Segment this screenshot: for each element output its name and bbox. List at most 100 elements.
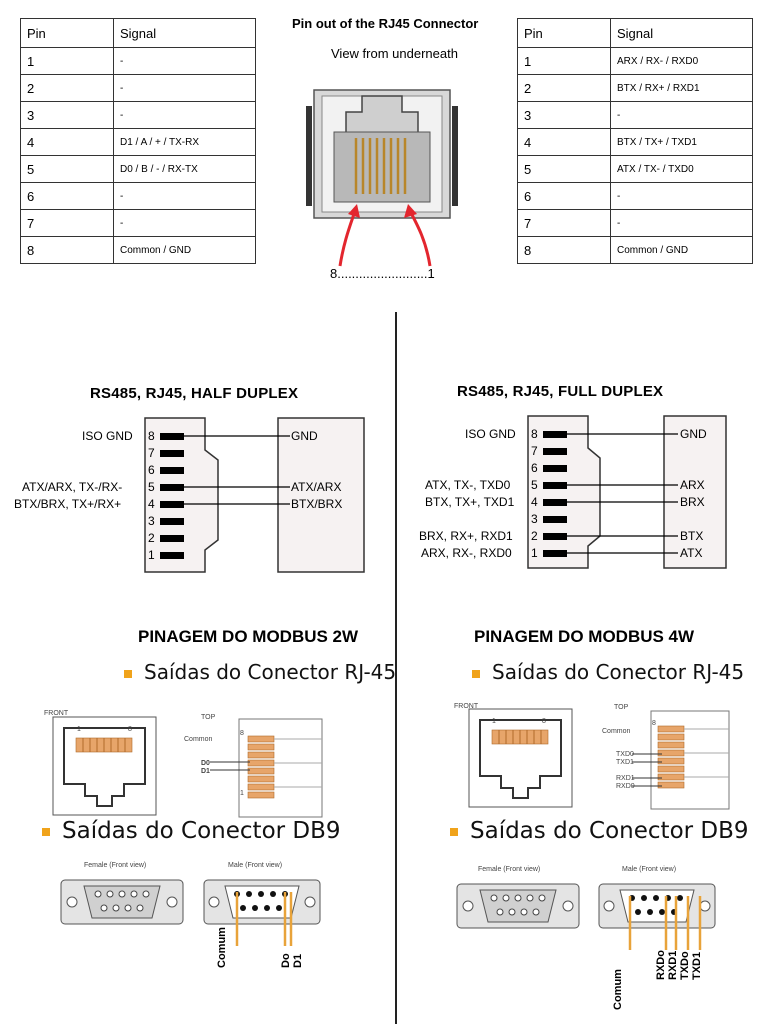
pin-number: 4 <box>148 497 155 511</box>
db9-4w-wires <box>628 896 702 950</box>
arx-label: ARX <box>680 478 705 492</box>
pin-cell: 2 <box>20 74 114 102</box>
pin-cell: 5 <box>517 155 611 183</box>
pin-number: 7 <box>531 444 538 458</box>
top-pin-8: 8 <box>652 720 656 727</box>
signal-cell: BTX / TX+ / TXD1 <box>610 128 753 156</box>
common-label: Common <box>602 728 631 735</box>
male-label: Male (Front view) <box>228 862 283 869</box>
pin-cell: 8 <box>517 236 611 264</box>
connector-title: Pin out of the RJ45 Connector <box>292 16 479 31</box>
pin-number: 8 <box>531 427 538 441</box>
top-label: TOP <box>201 714 216 721</box>
section-divider <box>395 312 397 1024</box>
bullet-icon <box>124 669 132 678</box>
signal-cell: - <box>610 182 753 210</box>
signal-cell: - <box>610 209 753 237</box>
signal-cell: - <box>113 101 256 129</box>
atx-label: ATX <box>680 546 703 560</box>
bullet-text: Saídas do Conector RJ-45 <box>144 660 397 684</box>
pin-cell: 8 <box>20 236 114 264</box>
btx-txd1-label: BTX, TX+, TXD1 <box>425 495 515 509</box>
db9-female-connector <box>60 879 184 925</box>
table-row: 3- <box>20 101 256 129</box>
front-label: FRONT <box>44 710 69 717</box>
half-duplex-title: RS485, RJ45, HALF DUPLEX <box>90 385 299 402</box>
female-label: Female (Front view) <box>478 866 541 873</box>
signal-cell: - <box>113 74 256 102</box>
db9-wire-label: TXD1 <box>691 951 703 980</box>
female-label: Female (Front view) <box>84 862 147 869</box>
half-duplex-diagram <box>144 417 365 573</box>
signal-cell: - <box>113 209 256 237</box>
pin-header: Pin <box>517 18 611 48</box>
rj45-top-view <box>650 710 730 810</box>
rxd1-label: RXD1 <box>616 775 635 782</box>
pin-number: 5 <box>148 480 155 494</box>
pin-cell: 5 <box>20 155 114 183</box>
btx-brx-label: BTX/BRX, TX+/RX+ <box>14 497 122 511</box>
pin-cell: 1 <box>517 47 611 75</box>
gnd-label: GND <box>680 427 707 441</box>
table-row: 6- <box>517 182 753 210</box>
table-row: 1- <box>20 47 256 75</box>
signal-cell: ATX / TX- / TXD0 <box>610 155 753 183</box>
front-pin-8: 8 <box>542 718 546 725</box>
brx-rxd1-label: BRX, RX+, RXD1 <box>419 529 513 543</box>
bullet-text: Saídas do Conector RJ-45 <box>492 660 745 684</box>
d1-label: D1 <box>201 768 210 775</box>
rj45-top-wires <box>632 753 662 787</box>
pin-number: 7 <box>148 446 155 460</box>
db9-wire-label: Comum <box>612 969 624 1010</box>
signal-cell: Common / GND <box>610 236 753 264</box>
signal-header: Signal <box>113 18 256 48</box>
gnd-label: GND <box>291 429 318 443</box>
iso-gnd-label: ISO GND <box>82 429 133 443</box>
pin-number: 2 <box>531 529 538 543</box>
top-pin-1: 1 <box>240 790 244 797</box>
full-duplex-diagram <box>527 415 727 569</box>
txd0-label: TXD0 <box>616 751 634 758</box>
atx-arx-label: ATX/ARX, TX-/RX- <box>22 480 123 494</box>
modbus-4w-db9-bullet: Saídas do Conector DB9 <box>450 818 749 844</box>
male-label: Male (Front view) <box>622 866 677 873</box>
db9-wire-label: TXDo <box>679 951 691 980</box>
bullet-icon <box>450 827 458 836</box>
signal-cell: - <box>113 47 256 75</box>
pin8-arrow-icon <box>338 210 357 267</box>
rxd0-label: RXD0 <box>616 783 635 790</box>
db9-female-connector <box>456 883 580 929</box>
rj45-front-view <box>52 716 157 816</box>
bullet-icon <box>42 827 50 836</box>
signal-cell: - <box>610 101 753 129</box>
signal-cell: - <box>113 182 256 210</box>
iso-gnd-label: ISO GND <box>465 427 516 441</box>
common-label: Common <box>184 736 213 743</box>
txd1-label: TXD1 <box>616 759 634 766</box>
rj45-top-view <box>238 718 323 818</box>
table-row: 6- <box>20 182 256 210</box>
db9-wire-label: Comum <box>216 927 228 968</box>
db9-2w-wires <box>235 892 293 946</box>
pin-number: 2 <box>148 531 155 545</box>
signal-cell: ARX / RX- / RXD0 <box>610 47 753 75</box>
modbus-4w-rj45-bullet: Saídas do Conector RJ-45 <box>472 660 744 684</box>
rj45-top-wires <box>210 761 250 771</box>
pin-number: 3 <box>531 512 538 526</box>
pin-cell: 7 <box>517 209 611 237</box>
pin-number: 5 <box>531 478 538 492</box>
rj45-connector-diagram <box>306 89 458 267</box>
bullet-text: Saídas do Conector DB9 <box>62 818 341 844</box>
atx-arx-right-label: ATX/ARX <box>291 480 342 494</box>
table-row: 7- <box>517 209 753 237</box>
table-row: 7- <box>20 209 256 237</box>
pin-cell: 2 <box>517 74 611 102</box>
brx-label: BRX <box>680 495 705 509</box>
